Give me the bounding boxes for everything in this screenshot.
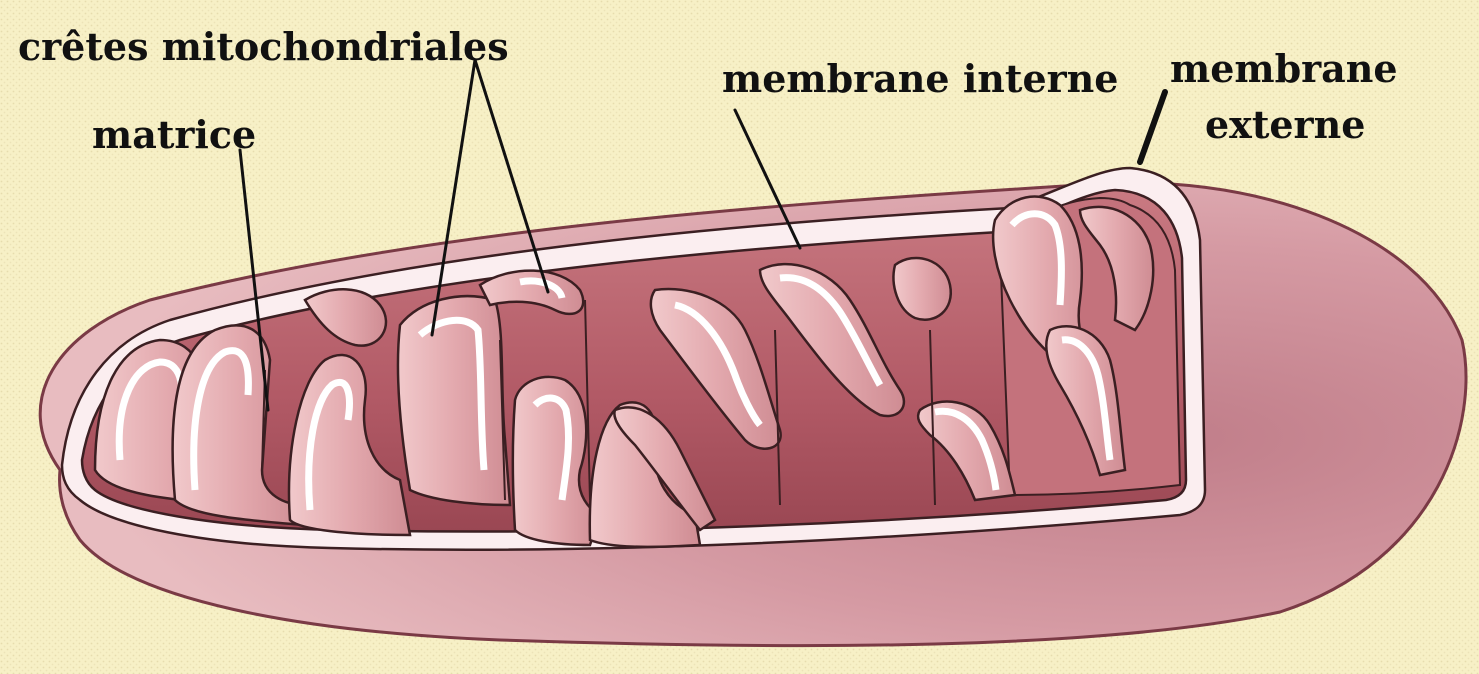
label-cristae: crêtes mitochondriales [18,24,509,69]
crista-5 [398,296,510,505]
label-inner-membrane: membrane interne [722,56,1118,101]
label-outer-membrane-line2: externe [1205,102,1365,147]
label-matrix: matrice [92,112,256,157]
label-outer-membrane-line1: membrane [1170,46,1398,91]
